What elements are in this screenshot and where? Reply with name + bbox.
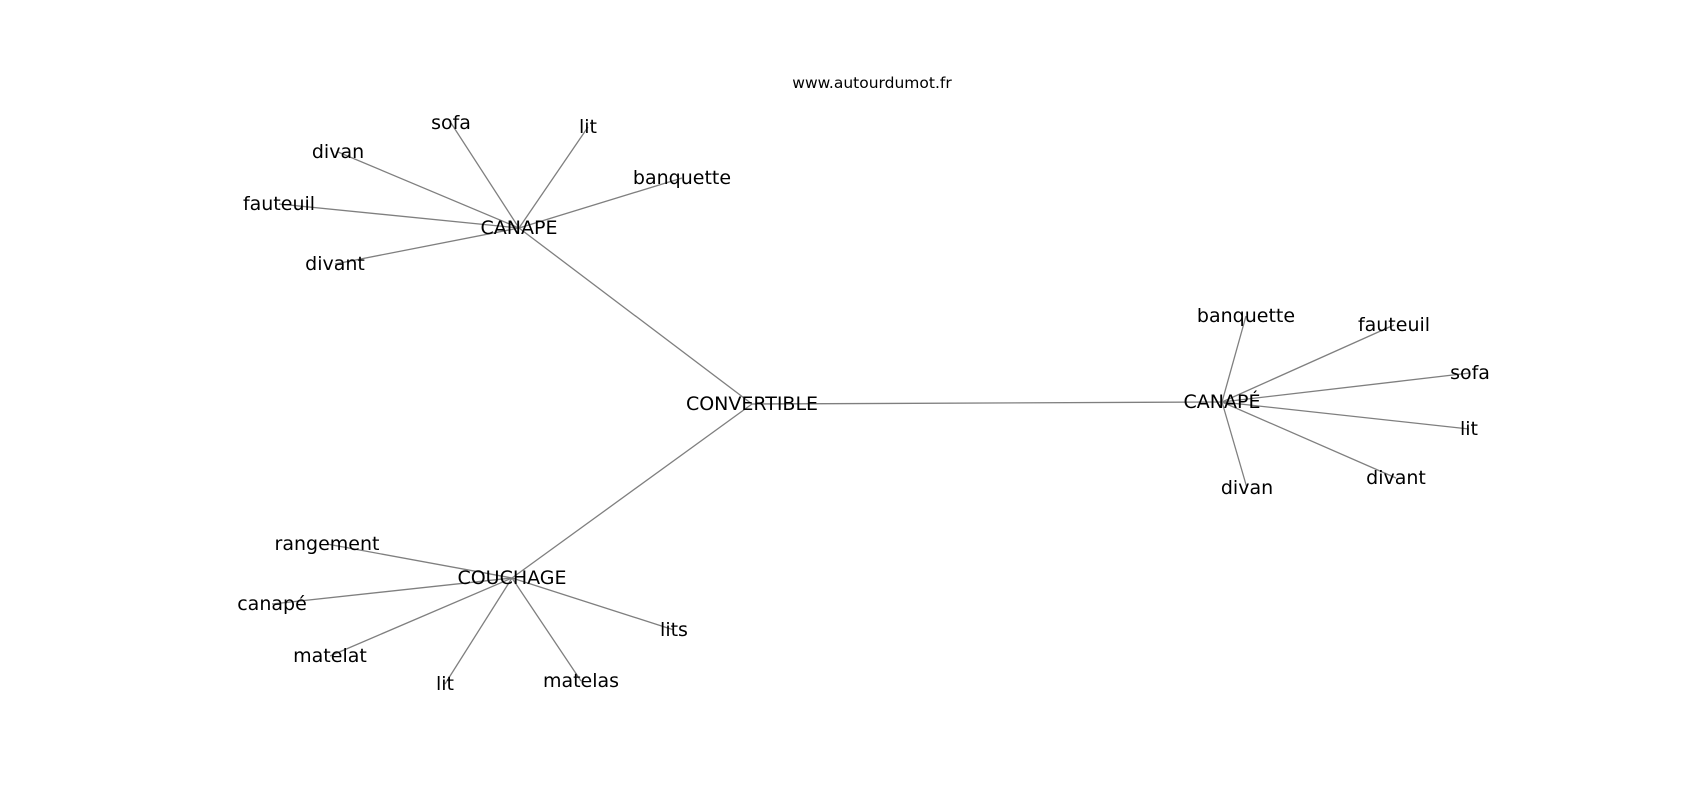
edge-hub-to-word bbox=[1221, 324, 1395, 403]
related-word-node: canapé bbox=[237, 593, 307, 615]
edge-hub-to-word bbox=[518, 126, 589, 229]
edge-hub-to-word bbox=[450, 122, 520, 229]
related-word-node: lit bbox=[579, 116, 597, 138]
edge-hub-to-word bbox=[326, 543, 513, 579]
center-word-node: CONVERTIBLE bbox=[686, 393, 818, 415]
edge-hub-to-word bbox=[1221, 401, 1397, 479]
edge-hub-to-word bbox=[271, 577, 513, 605]
edge-hub-to-word bbox=[511, 577, 582, 682]
related-word-node: fauteuil bbox=[243, 193, 315, 215]
edge-hub-to-word bbox=[1221, 401, 1470, 430]
related-word-node: matelas bbox=[543, 670, 619, 692]
related-word-node: divant bbox=[1366, 467, 1426, 489]
edge-center-to-hub bbox=[751, 401, 1223, 405]
hub-word-node: CANAPE bbox=[481, 217, 558, 239]
related-word-node: sofa bbox=[1450, 362, 1490, 384]
related-word-node: divan bbox=[312, 141, 364, 163]
edge-hub-to-word bbox=[1221, 401, 1248, 489]
related-word-node: matelat bbox=[293, 645, 367, 667]
related-word-node: sofa bbox=[431, 112, 471, 134]
edge-center-to-hub bbox=[518, 227, 753, 405]
related-word-node: divan bbox=[1221, 477, 1273, 499]
related-word-node: lit bbox=[436, 673, 454, 695]
edge-hub-to-word bbox=[278, 203, 520, 229]
related-word-node: banquette bbox=[1197, 305, 1295, 327]
graph-nodes: CONVERTIBLE CANAPE sofa lit divan banquette fa… bbox=[237, 112, 1490, 695]
edge-hub-to-word bbox=[1221, 315, 1247, 403]
related-word-node: divant bbox=[305, 253, 365, 275]
graph-edges bbox=[271, 122, 1471, 685]
edge-hub-to-word bbox=[1221, 372, 1471, 403]
edge-hub-to-word bbox=[337, 151, 520, 229]
related-word-node: rangement bbox=[275, 533, 380, 555]
edge-hub-to-word bbox=[334, 227, 520, 265]
edge-hub-to-word bbox=[329, 577, 513, 657]
site-credit: www.autourdumot.fr bbox=[792, 74, 952, 92]
hub-word-node: CANAPÉ bbox=[1184, 390, 1261, 413]
related-word-node: lits bbox=[660, 619, 688, 641]
edge-center-to-hub bbox=[511, 403, 753, 579]
edge-hub-to-word bbox=[444, 577, 513, 685]
related-word-node: fauteuil bbox=[1358, 314, 1430, 336]
edge-hub-to-word bbox=[511, 577, 675, 631]
related-word-node: lit bbox=[1460, 418, 1478, 440]
hub-word-node: COUCHAGE bbox=[457, 567, 566, 589]
edge-hub-to-word bbox=[518, 177, 683, 229]
related-word-node: banquette bbox=[633, 167, 731, 189]
